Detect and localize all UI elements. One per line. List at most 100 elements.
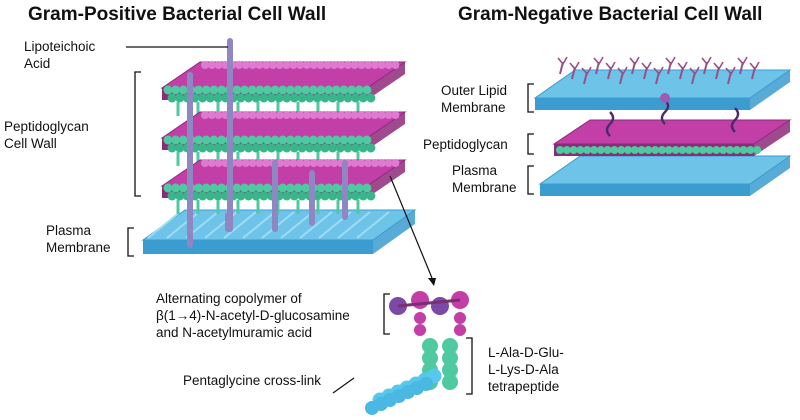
crosslink-pointer-line bbox=[332, 377, 355, 394]
gp-glycan-bead bbox=[205, 93, 215, 103]
gp-top-bead bbox=[330, 61, 339, 69]
gn-outer-membrane-side bbox=[750, 70, 790, 110]
detail-pointer-arrow bbox=[389, 175, 433, 279]
gp-glycan-bead bbox=[354, 85, 364, 95]
gn-glycan-bead bbox=[753, 146, 762, 154]
lps-branch bbox=[569, 61, 580, 71]
gp-glycan-bead bbox=[240, 85, 249, 95]
gp-glycan-bead bbox=[331, 85, 341, 95]
gp-top-bead bbox=[201, 111, 209, 119]
gp-glycan-bead bbox=[331, 183, 341, 193]
lps-branch bbox=[713, 61, 724, 71]
gn-glycan-bead bbox=[698, 146, 707, 154]
gp-glycan-bead bbox=[171, 85, 181, 95]
gn-plasma-bracket bbox=[527, 165, 534, 195]
gp-glycan-bead bbox=[297, 191, 307, 201]
gp-top-bead bbox=[323, 61, 332, 69]
gp-top-bead bbox=[371, 111, 379, 119]
gp-top-bead bbox=[255, 111, 264, 119]
gn-glycan-bead bbox=[726, 146, 734, 154]
gp-membrane-lipid bbox=[356, 211, 390, 239]
gp-glycan-bead bbox=[320, 93, 330, 103]
gp-glycan-bead bbox=[343, 93, 353, 103]
gp-glycan-bead bbox=[201, 135, 211, 145]
gp-glycan-bead bbox=[244, 191, 253, 201]
gn-glycan-bead bbox=[719, 146, 728, 154]
gp-top-bead bbox=[296, 61, 305, 69]
gp-glycan-bead bbox=[347, 183, 357, 193]
gn-peptidoglycan-bracket bbox=[527, 133, 534, 155]
gp-glycan-bead bbox=[278, 183, 288, 193]
gp-glycan-bead bbox=[316, 183, 326, 193]
gp-glycan-bead bbox=[255, 135, 265, 145]
gp-glycan-bead bbox=[213, 191, 223, 201]
gp-glycan-bead bbox=[247, 85, 257, 95]
gp-glycan-bead bbox=[308, 135, 318, 145]
gp-top-bead bbox=[282, 61, 291, 69]
lps-branch bbox=[605, 61, 616, 71]
gn-glycan-bead bbox=[562, 146, 571, 154]
gn-outer-bracket bbox=[527, 83, 534, 113]
gp-glycan-bead bbox=[244, 143, 253, 153]
gn-glycan-bead bbox=[746, 146, 755, 154]
teichoic-acid-rod-4 bbox=[225, 212, 231, 232]
gn-outer-membrane-front bbox=[535, 98, 750, 110]
gp-glycan-bead bbox=[201, 183, 211, 193]
gp-glycan-bead bbox=[347, 85, 357, 95]
gp-plasma-membrane-label: Plasma Membrane bbox=[46, 223, 111, 255]
gp-glycan-bead bbox=[362, 135, 372, 145]
gp-glycan-bead bbox=[351, 143, 361, 153]
lps-branch bbox=[725, 66, 736, 76]
gp-glycan-bead bbox=[324, 135, 334, 145]
gp-glycan-bead bbox=[194, 135, 204, 145]
gn-glycan-bead bbox=[685, 146, 694, 154]
gp-glycan-bead bbox=[270, 135, 280, 145]
gp-glycan-bead bbox=[205, 191, 215, 201]
gn-peptidoglycan-layer bbox=[552, 119, 792, 145]
gp-top-bead bbox=[384, 61, 393, 69]
gp-glycan-bead bbox=[343, 143, 353, 153]
gn-plasma-membrane-side bbox=[750, 156, 790, 196]
gp-glycan-bead bbox=[362, 183, 372, 193]
gp-top-bead bbox=[371, 159, 379, 167]
gp-glycan-bead bbox=[262, 183, 272, 193]
gp-glycan-bead bbox=[262, 85, 272, 95]
gn-glycan-bead bbox=[576, 146, 585, 154]
gp-top-bead bbox=[255, 61, 264, 69]
gp-top-bead bbox=[316, 159, 325, 167]
gp-glycan-bead bbox=[278, 85, 288, 95]
gp-top-bead bbox=[241, 61, 250, 69]
gp-glycan-bead bbox=[217, 85, 227, 95]
gp-top-bead bbox=[289, 61, 298, 69]
gp-top-bead bbox=[296, 159, 305, 167]
pentaglycine-label: Pentaglycine cross-link bbox=[183, 373, 322, 388]
gp-glycan-bead bbox=[217, 183, 227, 193]
gp-glycan-bead bbox=[282, 93, 292, 103]
gp-glycan-bead bbox=[266, 143, 276, 153]
gp-glycan-bead bbox=[232, 135, 242, 145]
gp-glycan-bead bbox=[251, 143, 261, 153]
gp-top-bead bbox=[275, 111, 284, 119]
gn-glycan-bead bbox=[664, 146, 673, 154]
gp-glycan-bead bbox=[335, 143, 345, 153]
gn-plasma-membrane-front bbox=[540, 184, 750, 196]
gn-peptidoglycan-label: Peptidoglycan bbox=[423, 137, 508, 152]
gp-top-bead bbox=[262, 111, 271, 119]
gp-glycan-bead bbox=[175, 93, 185, 103]
gp-top-bead bbox=[248, 159, 257, 167]
tetrapeptide-bead-left bbox=[422, 338, 438, 354]
gp-top-bead bbox=[207, 111, 216, 119]
gp-top-bead bbox=[309, 111, 318, 119]
gp-glycan-bead bbox=[347, 135, 357, 145]
gp-top-bead bbox=[364, 61, 373, 69]
gp-peptidoglycan-layer-3-side bbox=[367, 160, 405, 198]
gp-glycan-bead bbox=[362, 85, 372, 95]
gp-top-bead bbox=[214, 159, 223, 167]
gp-glycan-bead bbox=[297, 93, 307, 103]
gn-glycan-bead bbox=[678, 146, 687, 154]
gn-glycan-bead bbox=[590, 146, 598, 154]
gn-plasma-membrane-label: Plasma Membrane bbox=[452, 163, 517, 195]
pentaglycine-bead bbox=[419, 377, 433, 391]
gp-membrane-lipid bbox=[337, 211, 371, 239]
